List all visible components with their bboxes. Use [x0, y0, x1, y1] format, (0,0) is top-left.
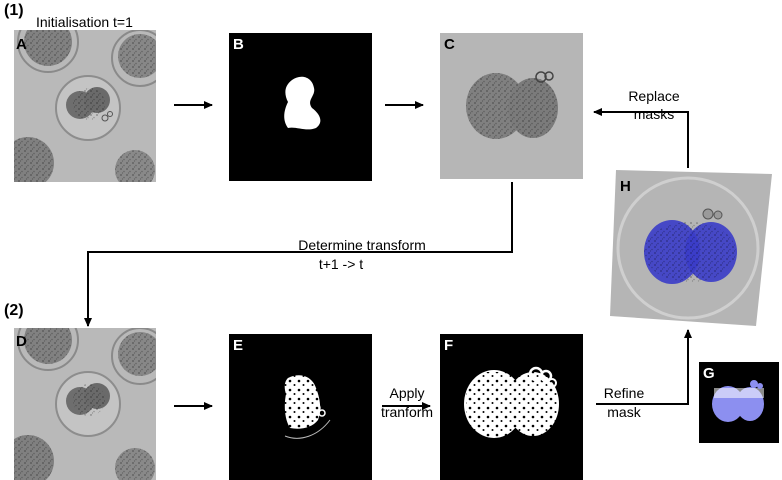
- panel-letter-b: B: [233, 36, 244, 53]
- apply-transform-line1: Apply: [389, 385, 425, 401]
- panel-b-mask: [229, 33, 372, 181]
- panel-letter-f: F: [444, 337, 454, 354]
- panel-a-micrograph: [14, 30, 156, 182]
- panel-letter-e: E: [233, 337, 244, 354]
- panel-c-micrograph: [440, 33, 583, 179]
- panel-letter-g: G: [703, 365, 715, 382]
- refine-mask-line1: Refine: [603, 385, 645, 401]
- step-2-label: (2): [4, 302, 24, 319]
- determine-transform-line1: Determine transform: [298, 237, 426, 253]
- replace-masks-line1: Replace: [628, 88, 680, 104]
- apply-transform-line2: tranform: [380, 404, 434, 420]
- refine-mask-line2: mask: [607, 404, 641, 420]
- panel-letter-d: D: [16, 333, 27, 350]
- panel-letter-h: H: [620, 178, 631, 195]
- panel-h-overlay: [610, 170, 772, 326]
- arrow-determine-transform: [84, 182, 513, 327]
- arrow-refine-mask: [596, 329, 692, 405]
- arrow-h-to-c: [593, 108, 689, 168]
- panel-letter-c: C: [444, 36, 455, 53]
- panel-f-mask: [440, 334, 583, 480]
- determine-transform-line2: t+1 -> t: [318, 256, 364, 272]
- panel-e-mask: [229, 334, 372, 480]
- initialisation-label: Initialisation t=1: [36, 14, 133, 30]
- panel-letter-a: A: [16, 36, 27, 53]
- panel-d-micrograph: [14, 328, 156, 480]
- step-1-label: (1): [4, 2, 24, 19]
- replace-masks-line2: masks: [633, 106, 675, 122]
- panel-g-refined-mask: [699, 362, 779, 443]
